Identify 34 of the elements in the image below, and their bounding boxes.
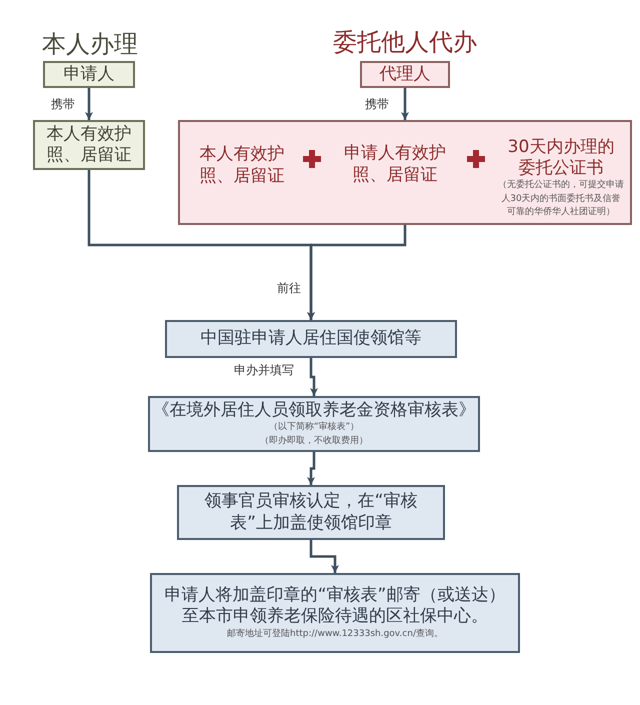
- review-box: [177, 485, 445, 540]
- mailing-box: [150, 573, 520, 653]
- note-text: （即办即取，不收取费用）: [260, 434, 368, 448]
- arrow: [307, 452, 316, 485]
- edge-label: 前往: [275, 280, 303, 297]
- arrow: [310, 540, 339, 573]
- note-text: （以下简称“审核表”）: [268, 421, 360, 434]
- box-text: 申请人: [64, 64, 114, 86]
- edge-label: 携带: [363, 96, 391, 113]
- arrow: [401, 88, 409, 120]
- note-text: 邮寄地址可登陆http://www.12333sh.gov.cn/查询。: [226, 628, 444, 640]
- box-text: 领事官员审核认定，在“审核表”上加盖使领馆印章: [204, 491, 418, 534]
- office-box: [165, 320, 457, 358]
- arrow: [310, 358, 318, 396]
- box-text: 申请人将加盖印章的“审核表”邮寄（或送达）至本市申领养老保险待遇的区社保中心。: [164, 585, 506, 628]
- person-box: [360, 61, 450, 88]
- box-text: 本人有效护照、居留证: [46, 124, 132, 166]
- form-box: [148, 396, 480, 452]
- box-text: 代理人: [380, 64, 430, 86]
- documents-panel: [178, 120, 632, 225]
- arrow: [307, 225, 406, 320]
- box-text: 30天内办理的委托公证书: [506, 136, 616, 179]
- note-text: （无委托公证书的，可提交申请人30天内的书面委托书及信誉可靠的华侨华人社团证明）: [497, 179, 625, 219]
- arrow: [85, 88, 93, 120]
- box-text: 中国驻申请人居住国使领馆等: [200, 328, 422, 350]
- person-box: [43, 61, 135, 88]
- section-heading: 本人办理: [42, 29, 138, 60]
- edge-label: 携带: [49, 96, 77, 113]
- box-text: 本人有效护照、居留证: [198, 144, 286, 187]
- edge-label: 申办并填写: [232, 362, 296, 379]
- box-text: 《在境外居住人员领取养老金资格审核表》: [152, 400, 476, 422]
- section-heading: 委托他人代办: [333, 27, 477, 58]
- box-text: 申请人有效护照、居留证: [343, 143, 447, 186]
- document-box: [33, 120, 145, 170]
